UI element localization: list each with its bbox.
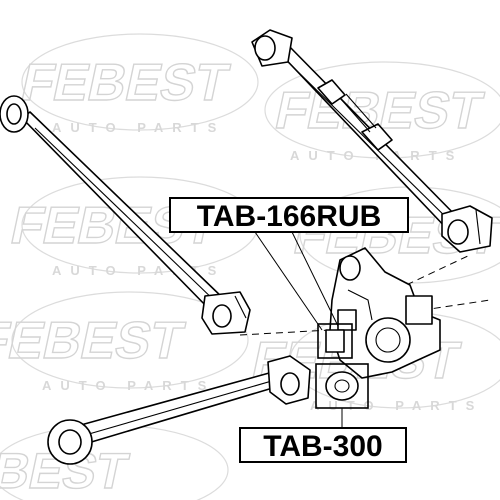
watermark-logo: FEBEST AUTO PARTS [16,33,259,135]
watermark-sub: AUTO PARTS [52,120,225,135]
bushing-highlight-box [317,323,353,359]
watermark-sub: AUTO PARTS [310,398,483,413]
part-number-lower: TAB-300 [263,430,382,463]
watermark-brand: FEBEST [0,312,189,370]
watermark-logo: FEBEST AUTO PARTS [0,291,249,393]
watermark-logo: FEBEST [0,424,229,500]
bushing-166rub [325,329,345,353]
callout-lower: TAB-300 [239,427,407,463]
lower-trailing-arm [47,355,311,465]
left-control-arm [0,95,251,335]
part-number-upper: TAB-166RUB [197,200,381,233]
bushing-300 [325,371,359,401]
knuckle-carrier [329,247,441,379]
watermark-sub: AUTO PARTS [290,148,463,163]
watermark-brand: FEBEST [16,54,234,112]
callout-upper: TAB-166RUB [169,197,409,233]
leader-lines [254,231,343,428]
adjustable-link [251,29,493,253]
watermark-sub: AUTO PARTS [42,378,215,393]
